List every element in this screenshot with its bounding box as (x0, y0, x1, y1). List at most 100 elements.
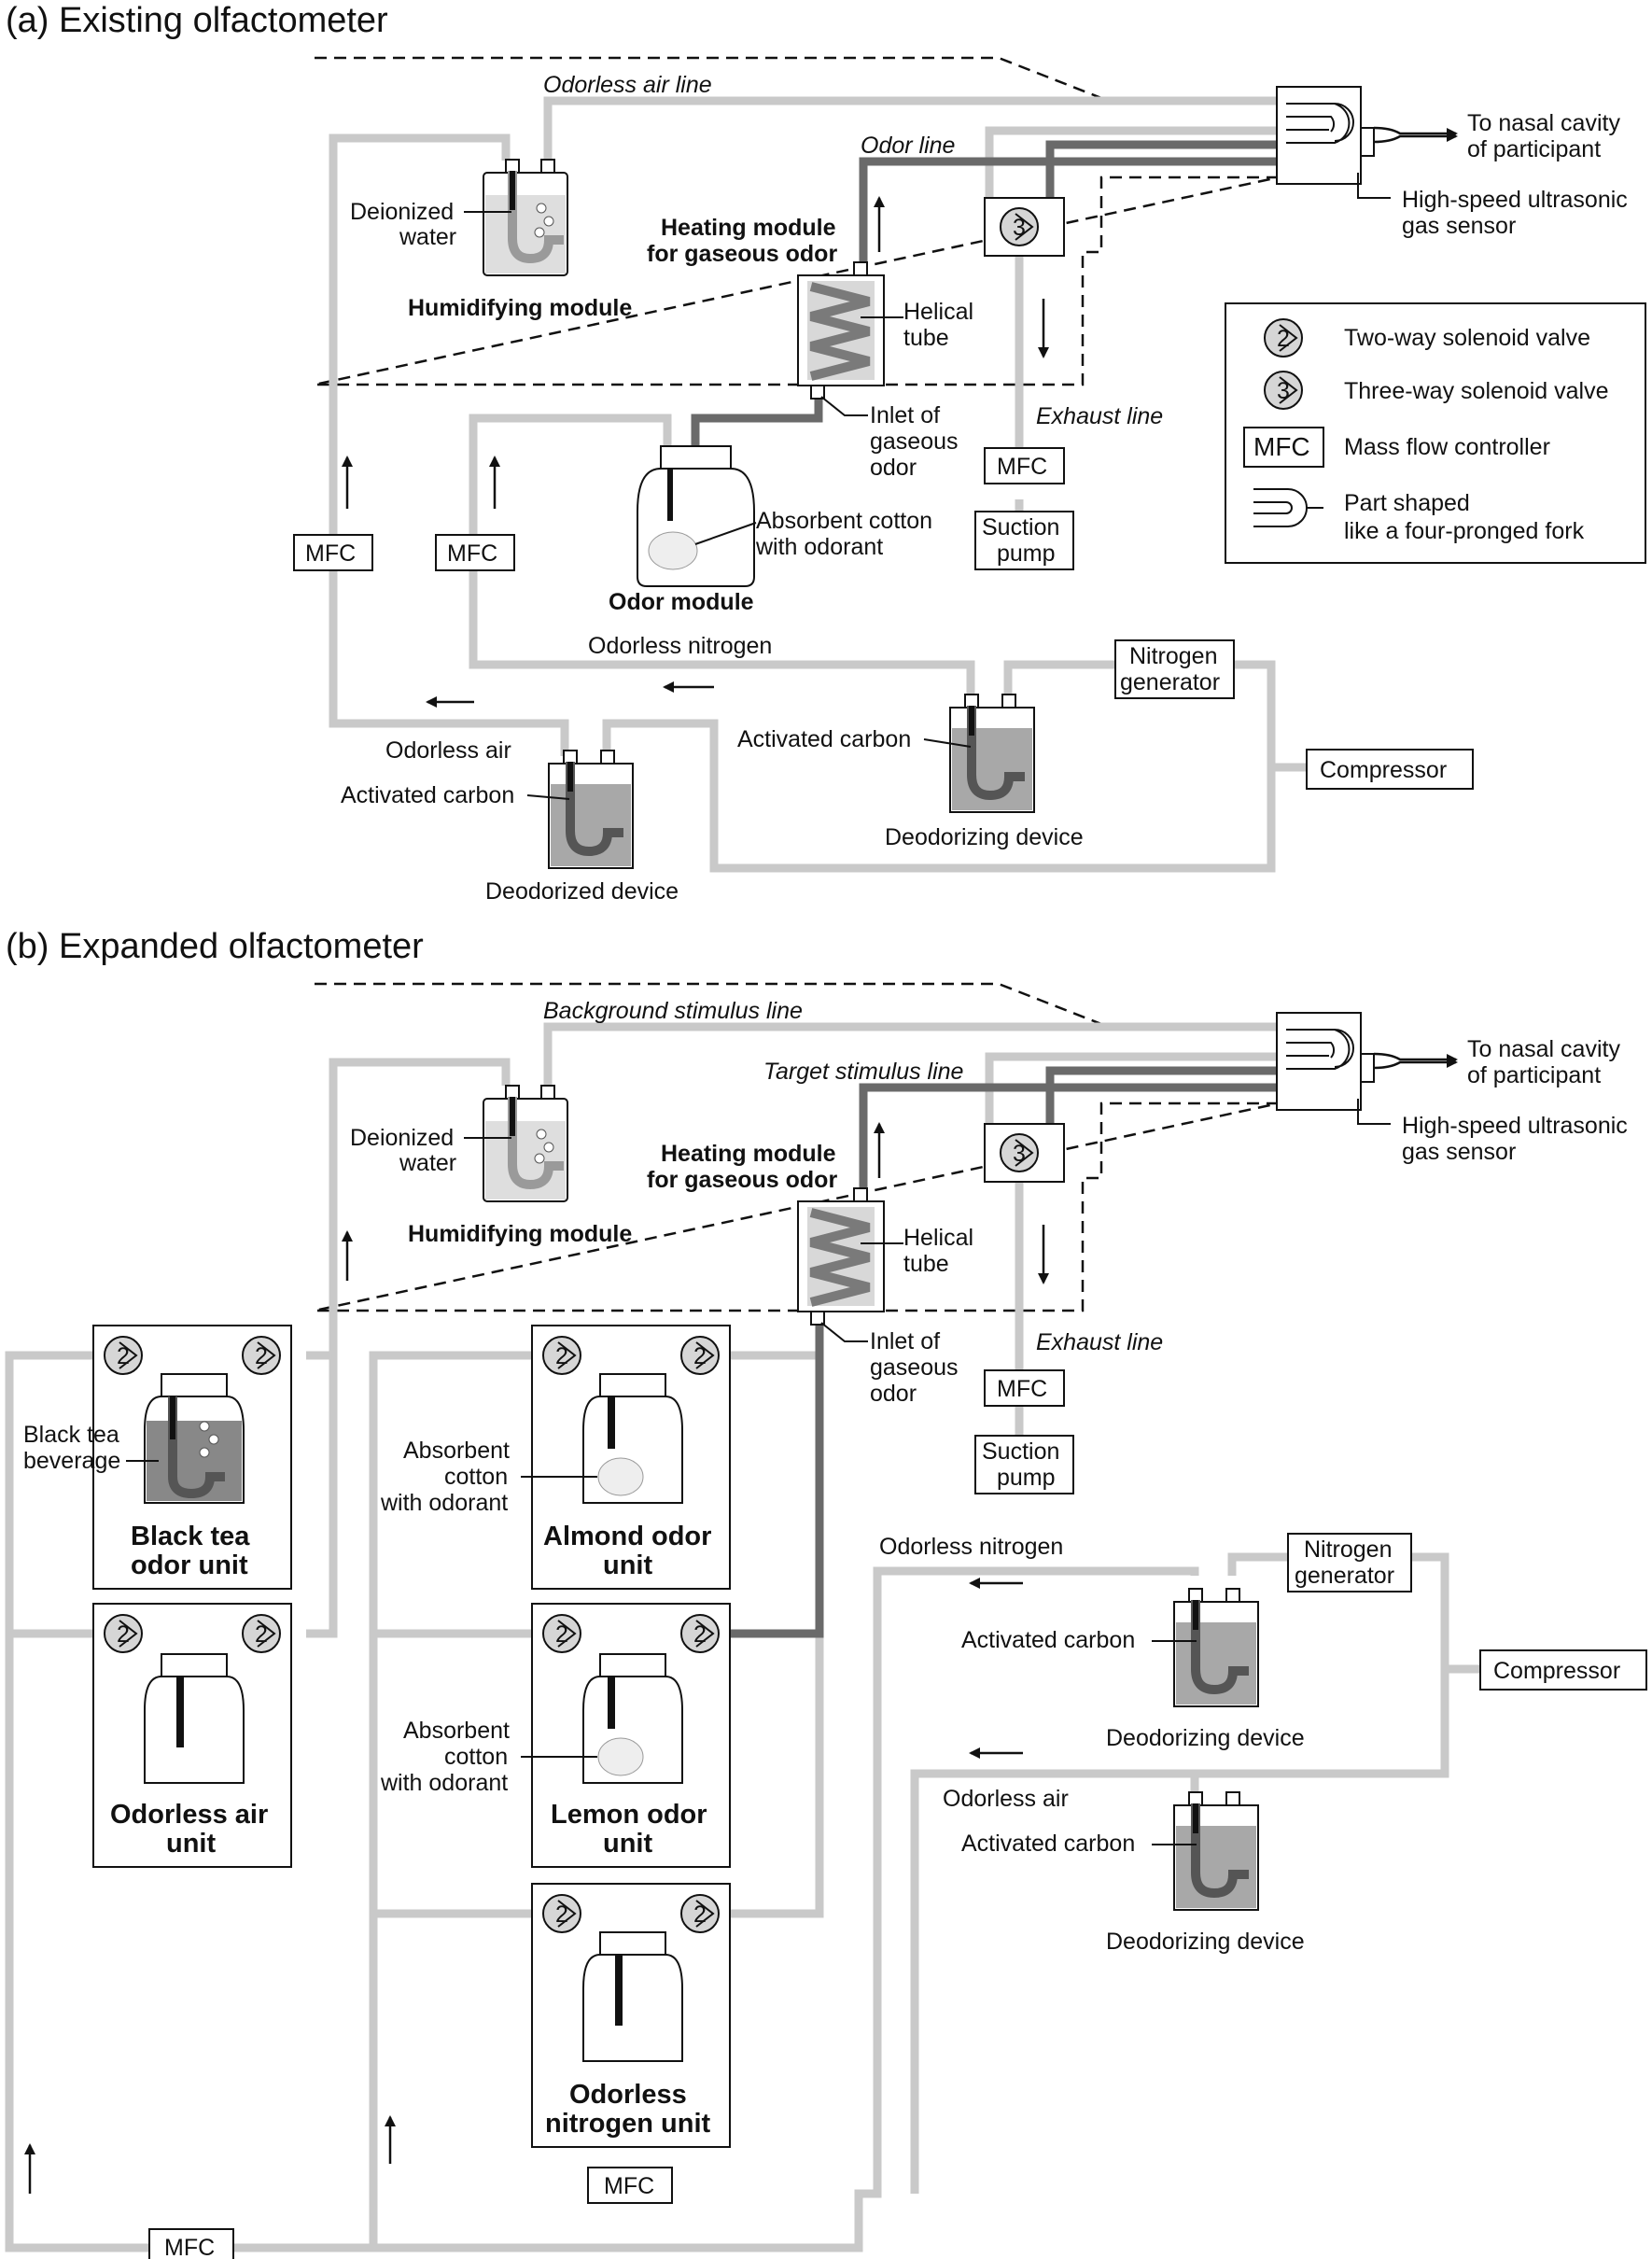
inlet-label-b1: Inlet of (870, 1328, 940, 1354)
black-tea-bottle (144, 1373, 245, 1504)
compressor-link-b (1190, 1664, 1480, 1792)
absorbent-label-a2: with odorant (755, 534, 883, 560)
legend-mfc-label: Mass flow controller (1344, 434, 1550, 460)
legend-two-way-label: Two-way solenoid valve (1344, 325, 1590, 351)
odorless-nitrogen-label-b: Odorless nitrogen (879, 1534, 1063, 1560)
legend-mfc-symbol: MFC (1253, 432, 1310, 461)
absorbent-label-a1: Absorbent cotton (756, 508, 932, 534)
svg-text:3: 3 (1277, 378, 1290, 404)
deodorizing-device-b2 (1173, 1791, 1259, 1911)
panel-a-title: (a) Existing olfactometer (6, 1, 388, 40)
absorbent-leader-a (694, 522, 757, 545)
heating-module-b (797, 1187, 885, 1326)
to-nasal-b1: To nasal cavity (1467, 1036, 1620, 1062)
inlet-leader-a (820, 396, 868, 416)
humidifying-label-a: Humidifying module (408, 295, 632, 321)
two-way-valve-nitrogen-out: 2 (680, 1894, 720, 1933)
four-pronged-fork-b (1276, 1012, 1375, 1111)
legend-fork-icon (1253, 488, 1323, 527)
lemon-unit-label2: unit (603, 1829, 652, 1859)
nitrogen-gen-a2: generator (1120, 669, 1220, 695)
svg-text:2: 2 (1277, 326, 1290, 352)
odorless-air-label-b: Odorless air (943, 1786, 1069, 1812)
center-unit-pipes-b (373, 1629, 824, 1918)
deodorizing-label-b1: Deodorizing device (1106, 1725, 1305, 1751)
helical-label-a2: tube (903, 325, 949, 351)
almond-absorbent-3: with odorant (380, 1490, 508, 1516)
svg-text:2: 2 (555, 1343, 568, 1369)
two-way-valve-lemon-in: 2 (542, 1614, 581, 1653)
mfc-air-a (293, 534, 373, 571)
svg-text:2: 2 (555, 1621, 568, 1648)
black-tea-unit-label2: odor unit (131, 1550, 248, 1580)
nitrogen-gen-b1: Nitrogen (1304, 1536, 1393, 1563)
heating-label-a1: Heating module (661, 215, 836, 241)
compressor-b (1479, 1649, 1647, 1691)
outer-supply-b (5, 1351, 882, 2252)
mfc-nitrogen-a-label: MFC (447, 540, 497, 567)
lemon-unit-label1: Lemon odor (551, 1800, 707, 1830)
odorless-air-unit-label1: Odorless air (110, 1800, 268, 1830)
black-tea-unit-label1: Black tea (131, 1522, 250, 1551)
background-supply-b (306, 1058, 511, 1360)
odorless-air-line-a (543, 96, 1279, 161)
odorless-air-unit-label2: unit (166, 1829, 216, 1859)
svg-text:2: 2 (117, 1343, 130, 1369)
inlet-label-a2: gaseous (870, 428, 959, 455)
three-way-valve-b: 3 (1000, 1133, 1039, 1172)
sensor-label-b2: gas sensor (1402, 1139, 1516, 1165)
svg-text:2: 2 (693, 1901, 707, 1928)
to-nasal-a1: To nasal cavity (1467, 110, 1620, 136)
almond-absorbent-1: Absorbent (403, 1438, 510, 1464)
compressor-pipe-a (602, 660, 1276, 873)
svg-text:3: 3 (1013, 215, 1026, 241)
two-way-valve-almond-out: 2 (680, 1336, 720, 1375)
nasal-arrow-a1 (1373, 126, 1458, 139)
compressor-pipe-b (910, 1552, 1449, 2194)
sensor-label-a2: gas sensor (1402, 213, 1516, 239)
two-way-valve-bt-in: 2 (104, 1336, 143, 1375)
helical-label-b1: Helical (903, 1225, 973, 1251)
lemon-absorbent-3: with odorant (380, 1770, 508, 1796)
nitrogen-gen-link-a (1003, 660, 1115, 700)
odorless-air-label-a: Odorless air (385, 737, 511, 764)
nitrogen-bottle (582, 1931, 683, 2062)
inlet-label-a3: odor (870, 455, 917, 481)
svg-text:2: 2 (255, 1621, 268, 1648)
suction-pump-a (974, 511, 1074, 570)
black-tea-bev-label2: beverage (23, 1448, 120, 1474)
nitrogen-unit-label2: nitrogen unit (545, 2109, 711, 2139)
sensor-leader-a (1357, 173, 1391, 199)
nasal-arrow-b2 (1373, 1057, 1458, 1070)
two-way-valve-lemon-out: 2 (680, 1614, 720, 1653)
nasal-arrow-b1 (1373, 1052, 1458, 1065)
two-way-valve-air-out: 2 (242, 1614, 281, 1653)
mfc-air-a-label: MFC (305, 540, 356, 567)
deionized-label-b1: Deionized (350, 1125, 454, 1151)
odorless-nitrogen-label-a: Odorless nitrogen (588, 633, 772, 659)
two-way-valve-almond-in: 2 (542, 1336, 581, 1375)
mfc-nitrogen-a (435, 534, 515, 571)
legend-mfc-icon (1243, 427, 1324, 468)
odor-line-label: Odor line (861, 133, 955, 159)
mfc-exhaust-a (984, 447, 1065, 484)
humidifying-module-b (483, 1085, 568, 1202)
activated-carbon-a1: Activated carbon (737, 726, 911, 752)
almond-absorbent-2: cotton (444, 1464, 508, 1490)
nitrogen-supply-b (873, 1566, 1199, 1691)
almond-bottle (582, 1373, 683, 1504)
heating-label-b2: for gaseous odor (647, 1167, 837, 1193)
three-way-valve-a: 3 (1000, 207, 1039, 246)
deodorized-device-a (548, 750, 634, 869)
compressor-b-label: Compressor (1493, 1658, 1620, 1684)
odorless-air-bottle (144, 1653, 245, 1784)
mfc-exhaust-a-label: MFC (997, 454, 1047, 480)
two-way-valve-air-in: 2 (104, 1614, 143, 1653)
inlet-label-b2: gaseous (870, 1354, 959, 1381)
inlet-leader-b (820, 1322, 868, 1342)
compressor-a (1306, 749, 1474, 790)
background-line-b (543, 1022, 1279, 1086)
panel-b-title: (b) Expanded olfactometer (6, 927, 424, 966)
target-line-b (859, 1083, 1279, 1189)
